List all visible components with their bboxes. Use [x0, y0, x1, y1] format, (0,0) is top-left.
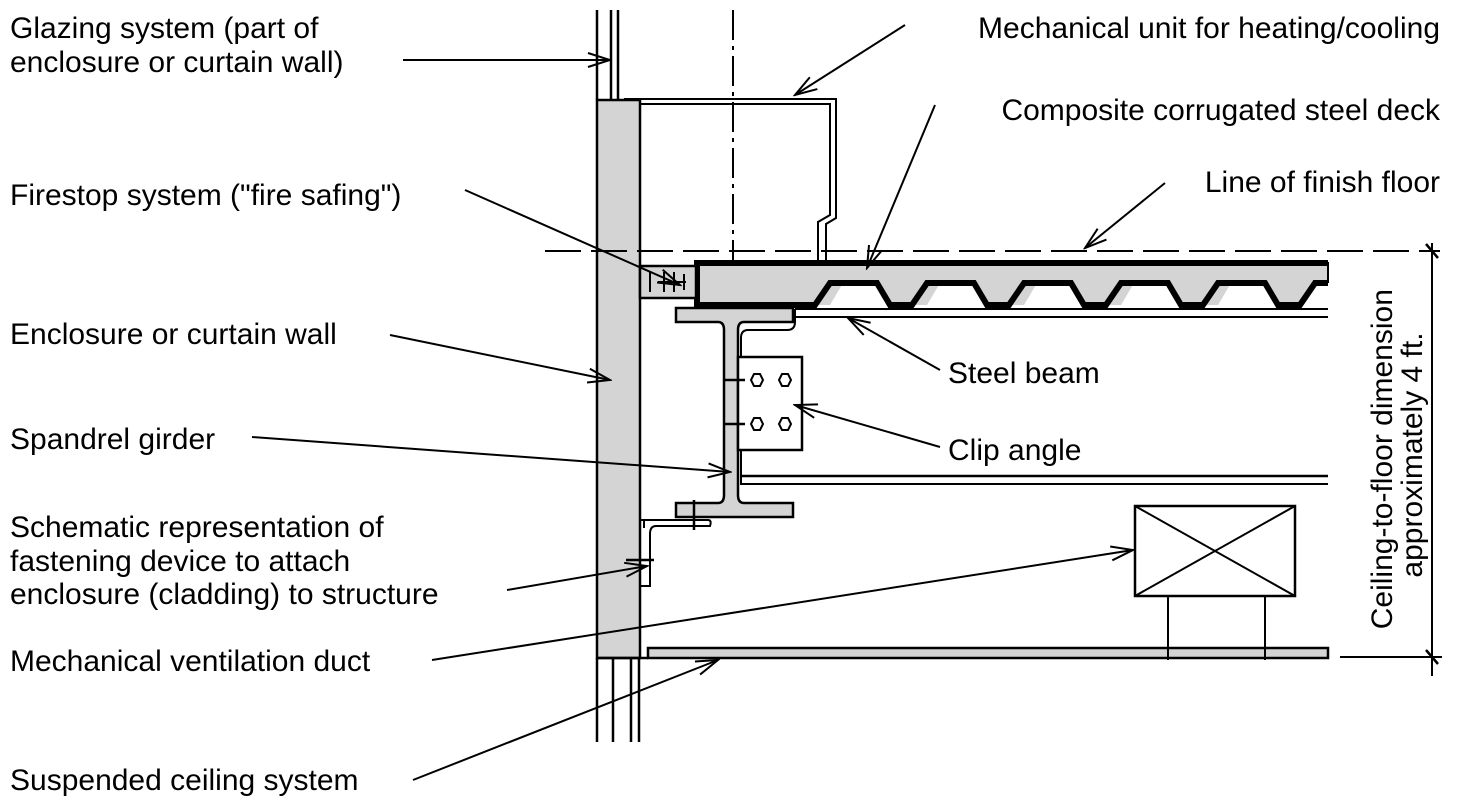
label-firestop: Firestop system ("fire safing")	[10, 179, 401, 212]
ventilation-duct	[1133, 504, 1297, 660]
mechanical-unit	[624, 98, 837, 262]
fastening-device	[626, 500, 712, 587]
label-mechanical-unit: Mechanical unit for heating/cooling	[978, 12, 1440, 45]
label-steel-beam: Steel beam	[948, 357, 1100, 390]
label-glazing: Glazing system (part of enclosure or cur…	[10, 12, 343, 79]
label-spandrel: Spandrel girder	[10, 423, 215, 456]
clip-angle	[725, 355, 804, 452]
label-finish-floor: Line of finish floor	[1205, 166, 1440, 199]
label-ventilation-duct: Mechanical ventilation duct	[10, 645, 371, 678]
dimension-label: Ceiling-to-floor dimension approximately…	[1366, 281, 1429, 630]
dimension-line	[1340, 243, 1442, 676]
glazing-system	[595, 10, 641, 742]
composite-deck	[694, 260, 1329, 308]
label-fastening: Schematic representation of fastening de…	[10, 511, 439, 611]
leader-lines	[251, 24, 1166, 781]
steel-beam	[740, 308, 1328, 485]
label-clip-angle: Clip angle	[948, 434, 1081, 467]
label-composite-deck: Composite corrugated steel deck	[1001, 94, 1441, 127]
suspended-ceiling	[646, 646, 1330, 660]
spandrel-girder	[674, 306, 795, 519]
label-ceiling: Suspended ceiling system	[10, 764, 359, 797]
label-enclosure: Enclosure or curtain wall	[10, 318, 337, 351]
